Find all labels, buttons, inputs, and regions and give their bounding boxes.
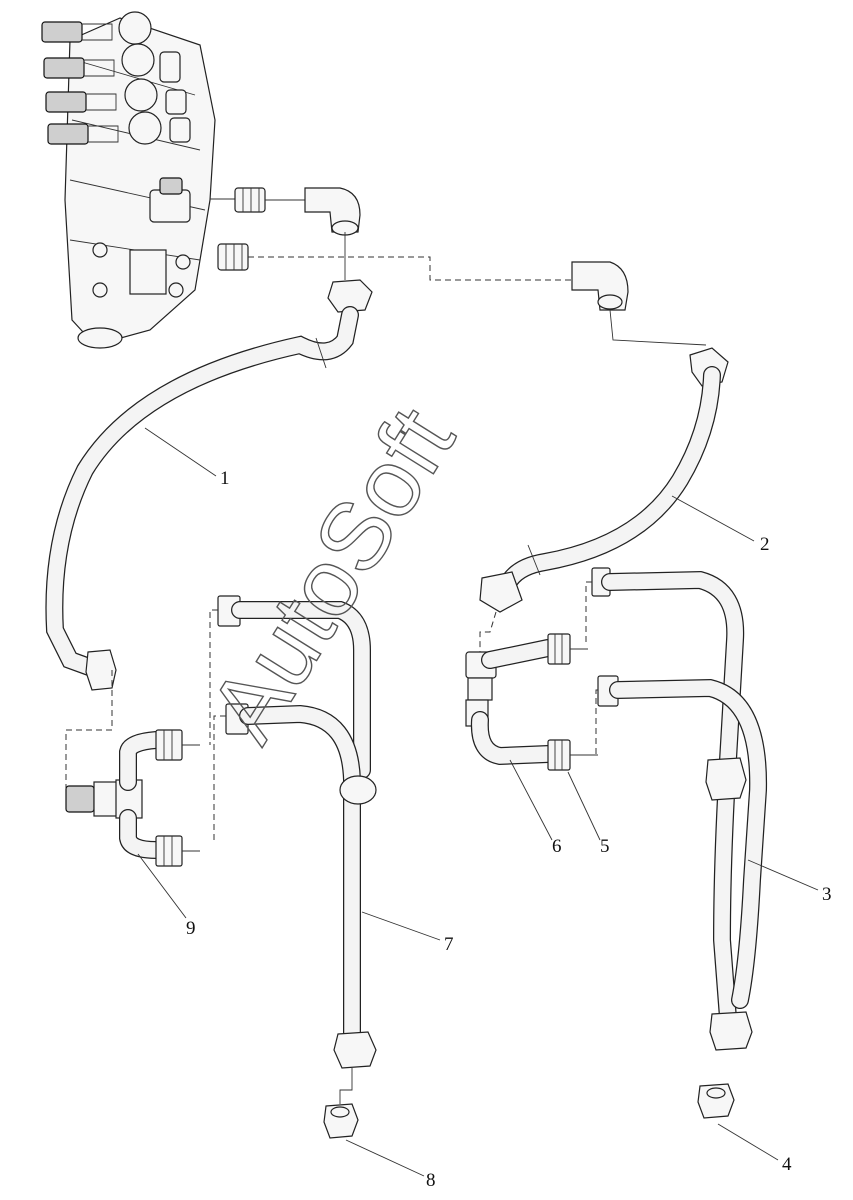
callout-8: 8 [426,1170,436,1191]
callout-5: 5 [600,836,610,857]
adapter-5-lower [547,739,598,771]
watermark-text: AutoSoft [189,390,475,759]
adapter-fitting-lower [217,243,575,281]
elbow-fitting-upper [304,187,361,236]
callout-7: 7 [444,934,454,955]
elbow-fitting-right [571,261,707,346]
leader-lines [137,427,819,1177]
hose-7 [209,595,377,1104]
adapter-fitting-upper [210,187,305,213]
callout-4: 4 [782,1154,792,1175]
callout-9: 9 [186,918,196,939]
callout-1: 1 [220,468,230,489]
hose-2 [479,347,729,652]
adapter-5-upper [547,633,588,665]
hose-3-branch [595,675,768,1009]
callout-3: 3 [822,884,832,905]
hose-1 [45,232,373,691]
hose-3 [585,567,753,1051]
fitting-8 [323,1103,359,1139]
control-valve-block [41,11,216,349]
callout-2: 2 [760,534,770,555]
tee-assembly-9 [65,670,200,867]
fitting-4 [697,1083,735,1119]
tee-assembly-6 [465,639,557,766]
callout-6: 6 [552,836,562,857]
callout-labels: 1 2 3 4 5 6 7 8 9 [186,468,832,1191]
